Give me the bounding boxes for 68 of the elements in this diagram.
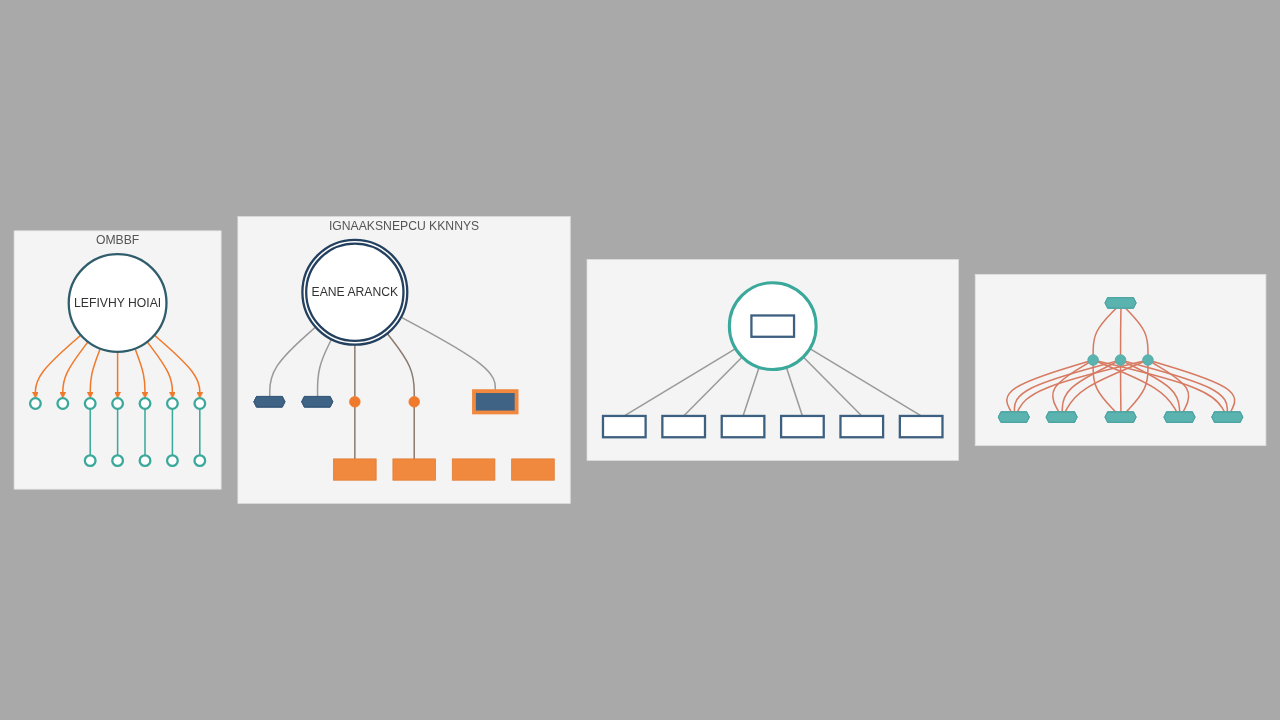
connector [1006,360,1089,413]
node-box [511,458,555,481]
connector [1061,361,1117,413]
arrow [32,334,82,399]
node-box [779,414,825,439]
connector [1064,361,1144,413]
node-circle [408,396,420,408]
connector [413,406,415,460]
connector [1152,360,1236,413]
connector [316,338,333,398]
connector [1119,364,1122,413]
connector [89,408,91,457]
node-circle: LEFIVHY HOIAI [67,252,168,353]
node-circle [165,397,179,410]
node-box [472,389,519,415]
connector [354,406,356,460]
cluster [974,274,1267,446]
connector [1097,360,1226,413]
connector [1092,364,1117,413]
node-circle [349,396,361,408]
connector [1125,364,1149,413]
node-circle [111,454,125,468]
node-box [898,414,944,439]
arrow [59,341,89,399]
node-circle [28,397,42,410]
connector [199,408,201,457]
connector [1124,361,1181,413]
node-box [451,458,496,481]
node-circle [165,454,179,468]
arrow [114,351,121,399]
connector [1013,360,1117,413]
connector [144,408,146,457]
arrow [86,347,101,399]
node-circle [83,397,97,410]
node-box [720,414,766,439]
connector [116,408,119,457]
node-circle [111,397,125,410]
node-circle [1142,354,1154,366]
arrow [153,334,204,399]
node-circle [83,454,97,468]
node-circle [138,454,152,468]
arrow [146,341,176,399]
connector [268,326,317,398]
node-box [839,414,885,439]
node-box [392,458,436,481]
connector [386,332,415,398]
node-circle [1114,354,1127,366]
node-box [601,414,647,439]
connector [1092,307,1117,356]
node-box [661,414,707,439]
connector [1119,307,1122,356]
connector [1124,360,1229,413]
connector [171,408,174,457]
node-circle [138,397,152,410]
node-circle [193,397,207,410]
node-circle [56,397,70,410]
connector [1051,361,1090,413]
connector [1097,361,1178,413]
connector [1125,307,1149,356]
node-box [333,458,377,481]
node-circle [193,454,207,468]
cluster [727,281,818,372]
cluster [586,259,959,461]
connector [1151,361,1190,413]
node-box [750,314,796,338]
node-circle [1087,354,1099,366]
connector [1016,360,1144,413]
connector [400,316,497,392]
